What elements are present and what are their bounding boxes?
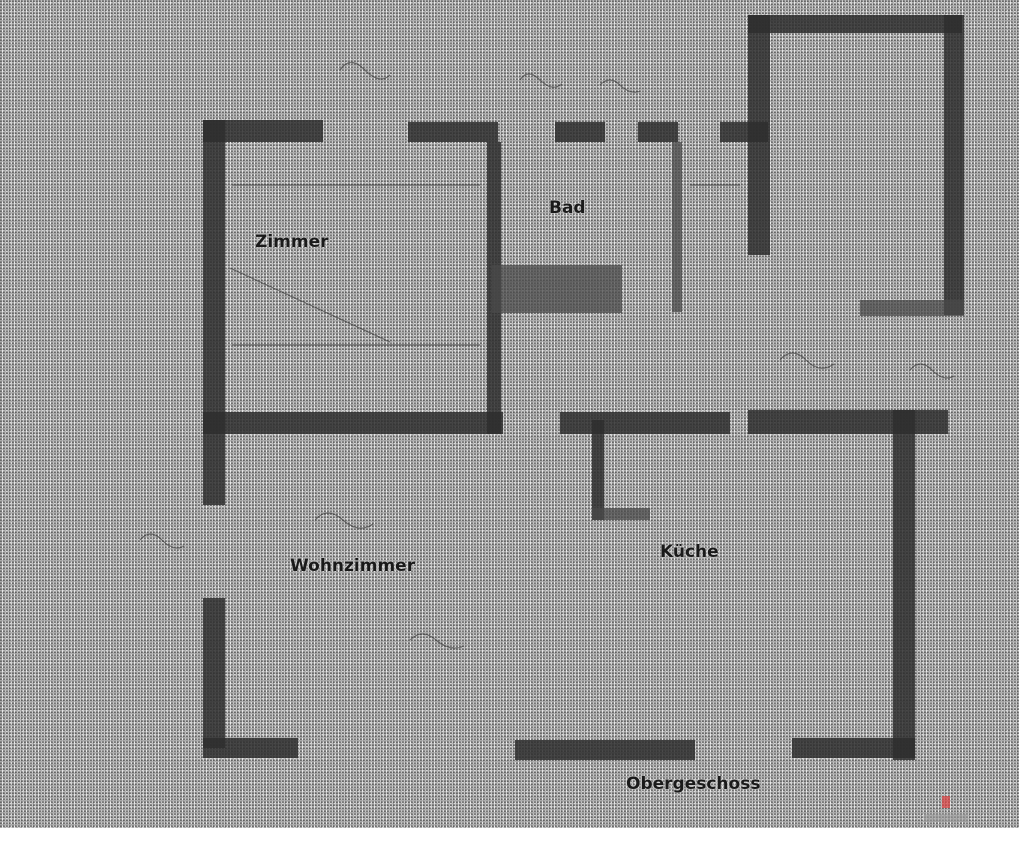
sketch-scribble-8 xyxy=(909,363,955,379)
wall-tower-right xyxy=(944,15,964,315)
stamp-logo-icon xyxy=(924,796,968,822)
wall-top-bad-1 xyxy=(555,122,605,142)
bath-fixture xyxy=(492,265,622,313)
floorplan-scan: Zimmer Bad Wohnzimmer Küche Obergeschoss xyxy=(0,0,1019,828)
sketch-scribble-1 xyxy=(339,61,391,80)
wall-right-lower xyxy=(893,410,915,760)
wall-middle-left xyxy=(203,412,503,434)
room-label-wohnzimmer: Wohnzimmer xyxy=(290,556,416,576)
sketch-scribble-5 xyxy=(409,633,465,649)
wall-top-bad-2 xyxy=(638,122,678,142)
closet-wall-bottom xyxy=(592,508,650,520)
wall-bottom-mid xyxy=(515,740,695,760)
room-label-kueche: Küche xyxy=(660,542,719,562)
wall-top-left xyxy=(203,120,323,142)
sketch-line-zimmer xyxy=(229,267,391,343)
wall-tower-top xyxy=(748,15,962,33)
bottom-margin xyxy=(0,828,1019,860)
wall-left-lower xyxy=(203,598,225,748)
wall-tower-bottom xyxy=(860,300,964,316)
wall-bottom-left xyxy=(203,738,298,758)
room-label-bad: Bad xyxy=(549,198,586,218)
sketch-scribble-4 xyxy=(314,512,374,529)
wall-top-mid xyxy=(408,122,498,142)
wall-bottom-right xyxy=(792,738,915,758)
room-label-zimmer: Zimmer xyxy=(255,232,329,252)
sketch-scribble-7 xyxy=(779,352,835,369)
wall-tower-left xyxy=(748,15,770,255)
closet-wall-left xyxy=(592,420,604,520)
wall-bad-right xyxy=(672,142,682,312)
wall-left-upper xyxy=(203,120,225,505)
sketch-scribble-3 xyxy=(599,79,641,93)
floorplan-drawing xyxy=(139,15,964,760)
sketch-scribble-2 xyxy=(519,73,563,88)
floor-label: Obergeschoss xyxy=(626,774,761,794)
sketch-scribble-6 xyxy=(139,533,185,549)
wall-middle-center xyxy=(560,412,730,434)
wall-middle-right xyxy=(748,410,948,434)
